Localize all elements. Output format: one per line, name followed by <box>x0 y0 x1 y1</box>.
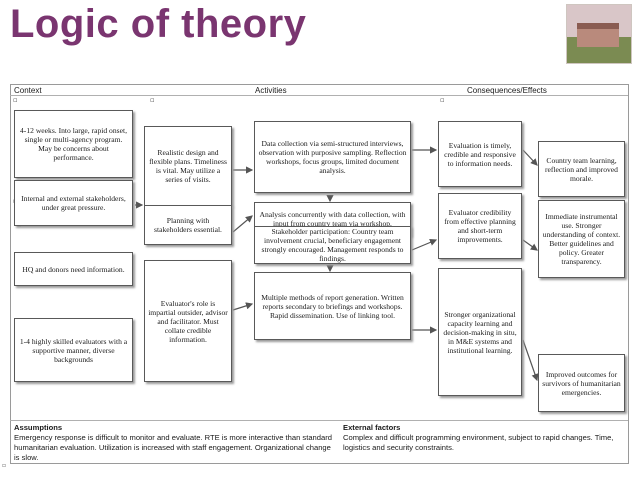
assumptions-text: Emergency response is difficult to monit… <box>14 433 334 463</box>
effects-text: Immediate instrumental use. Stronger und… <box>542 212 621 266</box>
activities-text: Stakeholder participation: Country team … <box>258 227 407 263</box>
assumptions-label: Assumptions <box>14 423 62 433</box>
design-text: Realistic design and flexible plans. Tim… <box>148 148 228 184</box>
arrow-design-to-activities <box>233 304 252 310</box>
context-box: 1-4 highly skilled evaluators with a sup… <box>14 318 133 382</box>
arrow-consequences-to-effects <box>523 240 537 250</box>
effects-box: Immediate instrumental use. Stronger und… <box>538 200 625 278</box>
activities-box: Multiple methods of report generation. W… <box>254 272 411 340</box>
effects-text: Country team learning, reflection and im… <box>542 156 621 183</box>
activities-box: Data collection via semi-structured inte… <box>254 121 411 193</box>
arrow-design-to-activities <box>233 216 252 232</box>
design-box: Evaluator's role is impartial outsider, … <box>144 260 232 382</box>
context-box: HQ and donors need information. <box>14 252 133 286</box>
effects-text: Improved outcomes for survivors of human… <box>542 370 621 397</box>
external-factors-text: Complex and difficult programming enviro… <box>343 433 626 453</box>
context-box: Internal and external stakeholders, unde… <box>14 180 133 226</box>
consequences-box: Evaluator credibility from effective pla… <box>438 193 522 259</box>
design-box: Planning with stakeholders essential. <box>144 205 232 245</box>
context-text: 4-12 weeks. Into large, rapid onset, sin… <box>18 126 129 162</box>
design-box: Realistic design and flexible plans. Tim… <box>144 126 232 206</box>
context-text: HQ and donors need information. <box>22 265 124 274</box>
context-text: 1-4 highly skilled evaluators with a sup… <box>18 337 129 364</box>
effects-box: Improved outcomes for survivors of human… <box>538 354 625 412</box>
consequences-text: Stronger organizational capacity learnin… <box>442 310 518 355</box>
corner-mark: ▫ <box>2 462 6 469</box>
activities-text: Data collection via semi-structured inte… <box>258 139 407 175</box>
external-factors-label: External factors <box>343 423 400 433</box>
consequences-text: Evaluator credibility from effective pla… <box>442 208 518 244</box>
effects-box: Country team learning, reflection and im… <box>538 141 625 197</box>
design-text: Evaluator's role is impartial outsider, … <box>148 299 228 344</box>
design-text: Planning with stakeholders essential. <box>148 216 228 234</box>
arrow-consequences-to-effects <box>523 150 537 165</box>
consequences-box: Stronger organizational capacity learnin… <box>438 268 522 396</box>
context-box: 4-12 weeks. Into large, rapid onset, sin… <box>14 110 133 178</box>
consequences-box: Evaluation is timely, credible and respo… <box>438 121 522 187</box>
consequences-text: Evaluation is timely, credible and respo… <box>442 141 518 168</box>
arrow-consequences-to-effects <box>523 340 537 380</box>
activities-box: Stakeholder participation: Country team … <box>254 226 411 264</box>
activities-text: Multiple methods of report generation. W… <box>258 293 407 320</box>
arrow-activities-to-consequences <box>412 240 436 250</box>
context-text: Internal and external stakeholders, unde… <box>18 194 129 212</box>
